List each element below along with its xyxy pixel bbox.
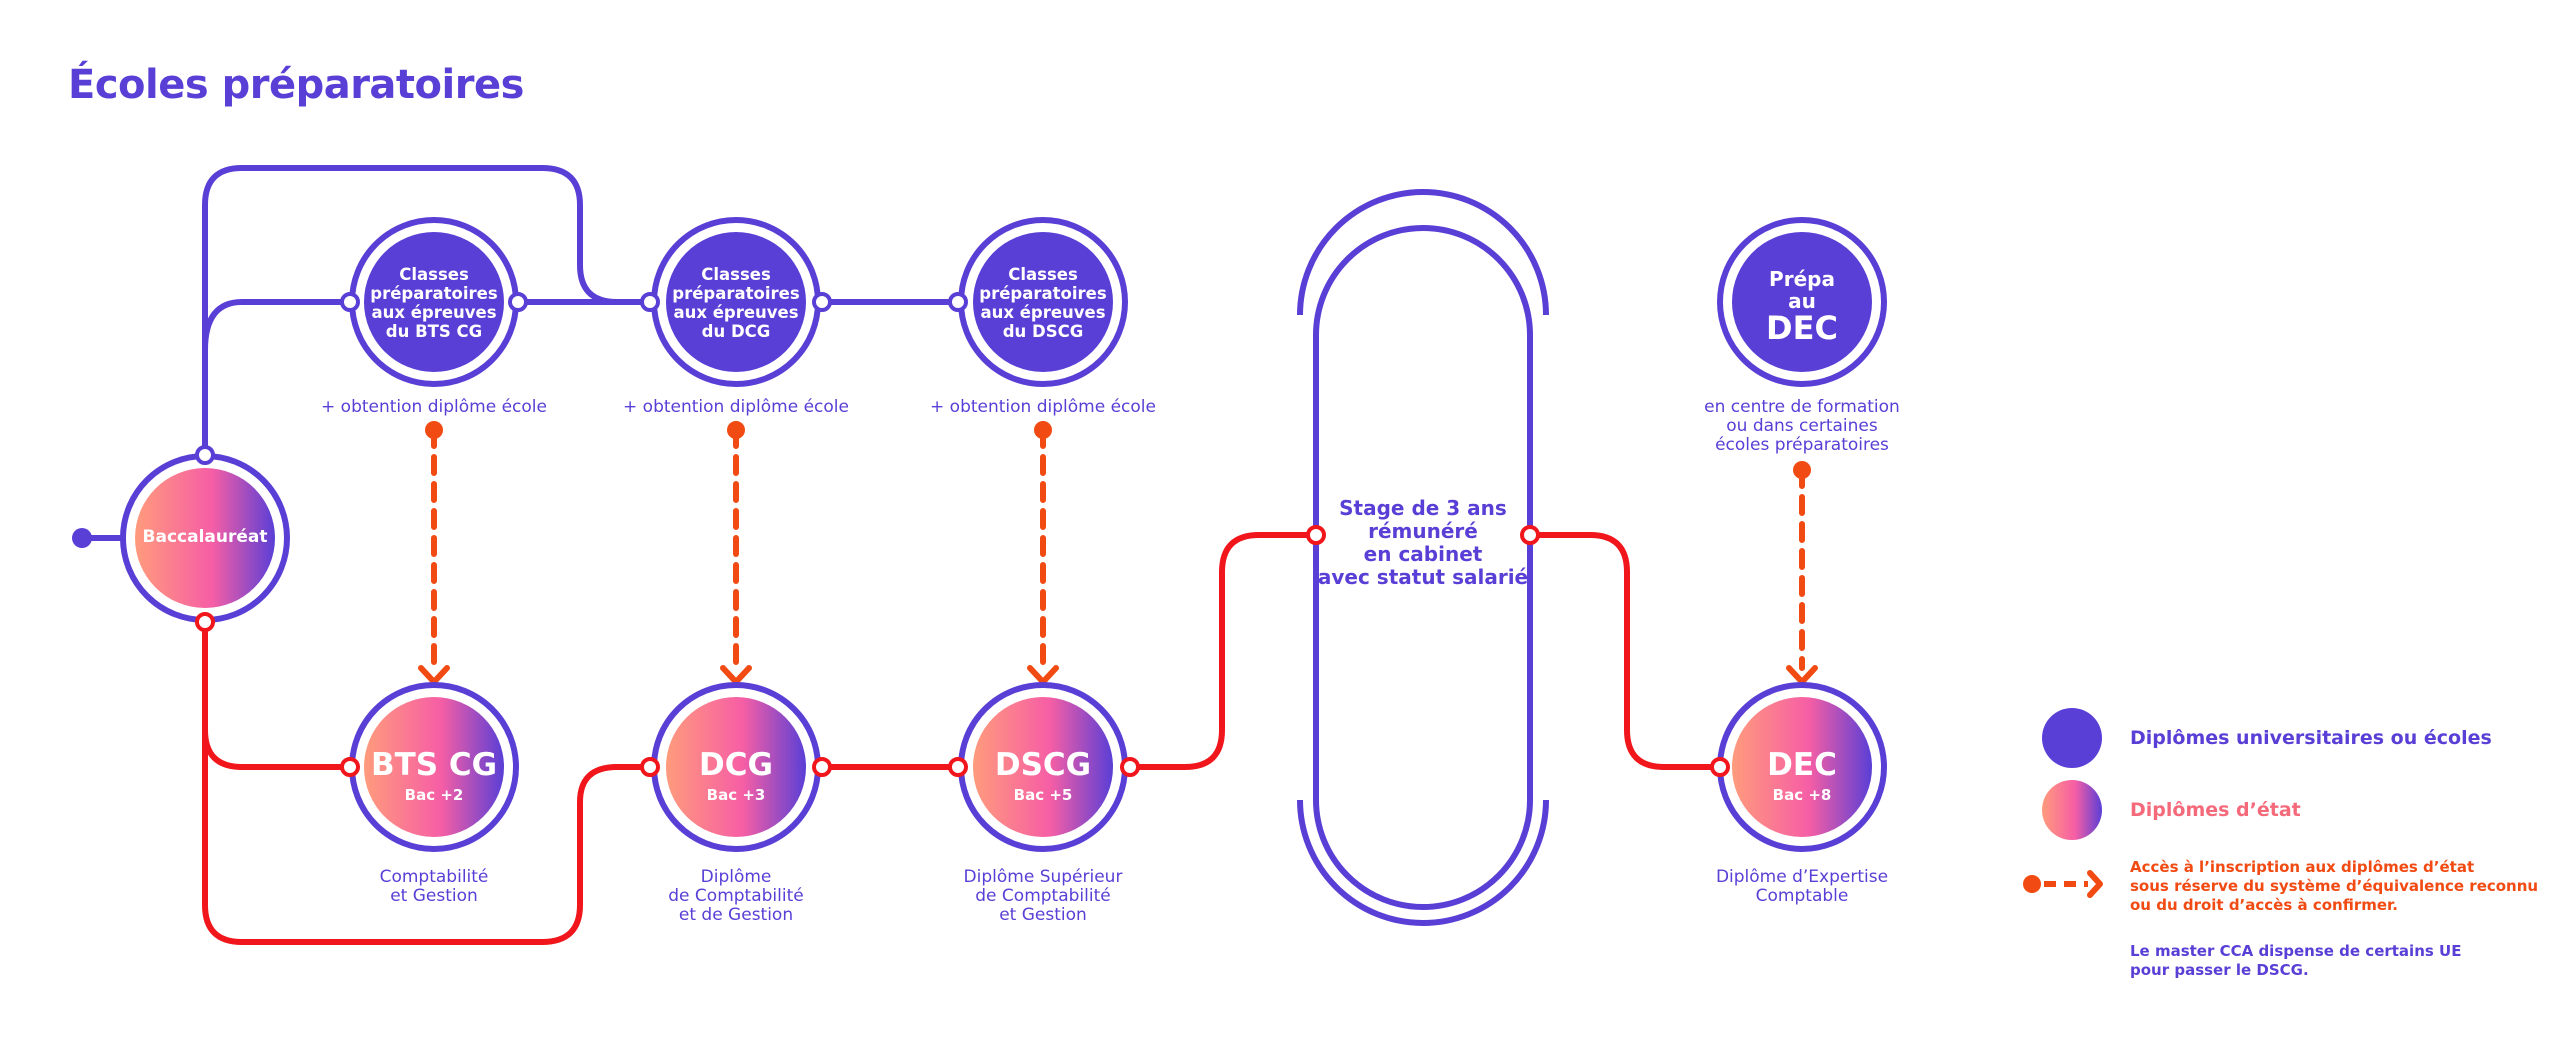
legend-access-icon xyxy=(2023,870,2103,898)
legend-master-note: Le master CCA dispense de certains UE po… xyxy=(2130,942,2462,979)
stage-label: Stage de 3 ans rémunéré en cabinet avec … xyxy=(1317,496,1529,589)
diploma-level-bts: Bac +2 xyxy=(404,786,464,804)
dec-prep-line3: DEC xyxy=(1766,309,1838,347)
dec-prep-line2: au xyxy=(1788,289,1816,313)
prep-note-bts: + obtention diplôme école xyxy=(321,397,547,417)
access-arrowheads xyxy=(418,665,1818,685)
page-title: Écoles préparatoires xyxy=(68,62,524,108)
stage-capsule xyxy=(1297,189,1549,926)
start-dot xyxy=(72,528,92,548)
diploma-level-dscg: Bac +5 xyxy=(1013,786,1073,804)
diploma-name-dscg: DSCG xyxy=(994,747,1092,783)
diploma-desc-bts: Comptabilité et Gestion xyxy=(379,867,489,906)
access-arrow-dots xyxy=(425,421,1811,479)
connection-points xyxy=(195,292,1730,777)
prep-label-dcg: Classes préparatoires aux épreuves du DC… xyxy=(672,265,800,341)
legend-state-swatch xyxy=(2042,780,2102,840)
legend-state-label: Diplômes d’état xyxy=(2130,799,2301,821)
diploma-level-dcg: Bac +3 xyxy=(706,786,766,804)
dec-prep-note: en centre de formation ou dans certaines… xyxy=(1704,397,1900,455)
diploma-name-dcg: DCG xyxy=(699,747,773,783)
legend-university-label: Diplômes universitaires ou écoles xyxy=(2130,727,2492,749)
prep-label-dscg: Classes préparatoires aux épreuves du DS… xyxy=(979,265,1107,341)
prep-note-dscg: + obtention diplôme école xyxy=(930,397,1156,417)
legend-access-label: Accès à l’inscription aux diplômes d’éta… xyxy=(2130,858,2539,914)
state-path-lines xyxy=(202,532,1720,945)
prep-node-dec xyxy=(1717,217,1887,387)
diploma-name-dec: DEC xyxy=(1767,747,1837,783)
prep-note-dcg: + obtention diplôme école xyxy=(623,397,849,417)
diploma-desc-dscg: Diplôme Supérieur de Comptabilité et Ges… xyxy=(963,867,1123,925)
diploma-level-dec: Bac +8 xyxy=(1772,786,1832,804)
diploma-name-bts: BTS CG xyxy=(370,747,498,783)
dec-prep-line1: Prépa xyxy=(1769,267,1835,291)
access-arrows xyxy=(431,427,1805,671)
diploma-desc-dcg: Diplôme de Comptabilité et de Gestion xyxy=(668,867,804,925)
legend-university-swatch xyxy=(2042,708,2102,768)
baccalaureat-label: Baccalauréat xyxy=(142,527,268,547)
university-path-lines xyxy=(82,165,958,541)
prep-label-bts: Classes préparatoires aux épreuves du BT… xyxy=(370,265,498,341)
diploma-desc-dec: Diplôme d’Expertise Comptable xyxy=(1715,867,1889,906)
